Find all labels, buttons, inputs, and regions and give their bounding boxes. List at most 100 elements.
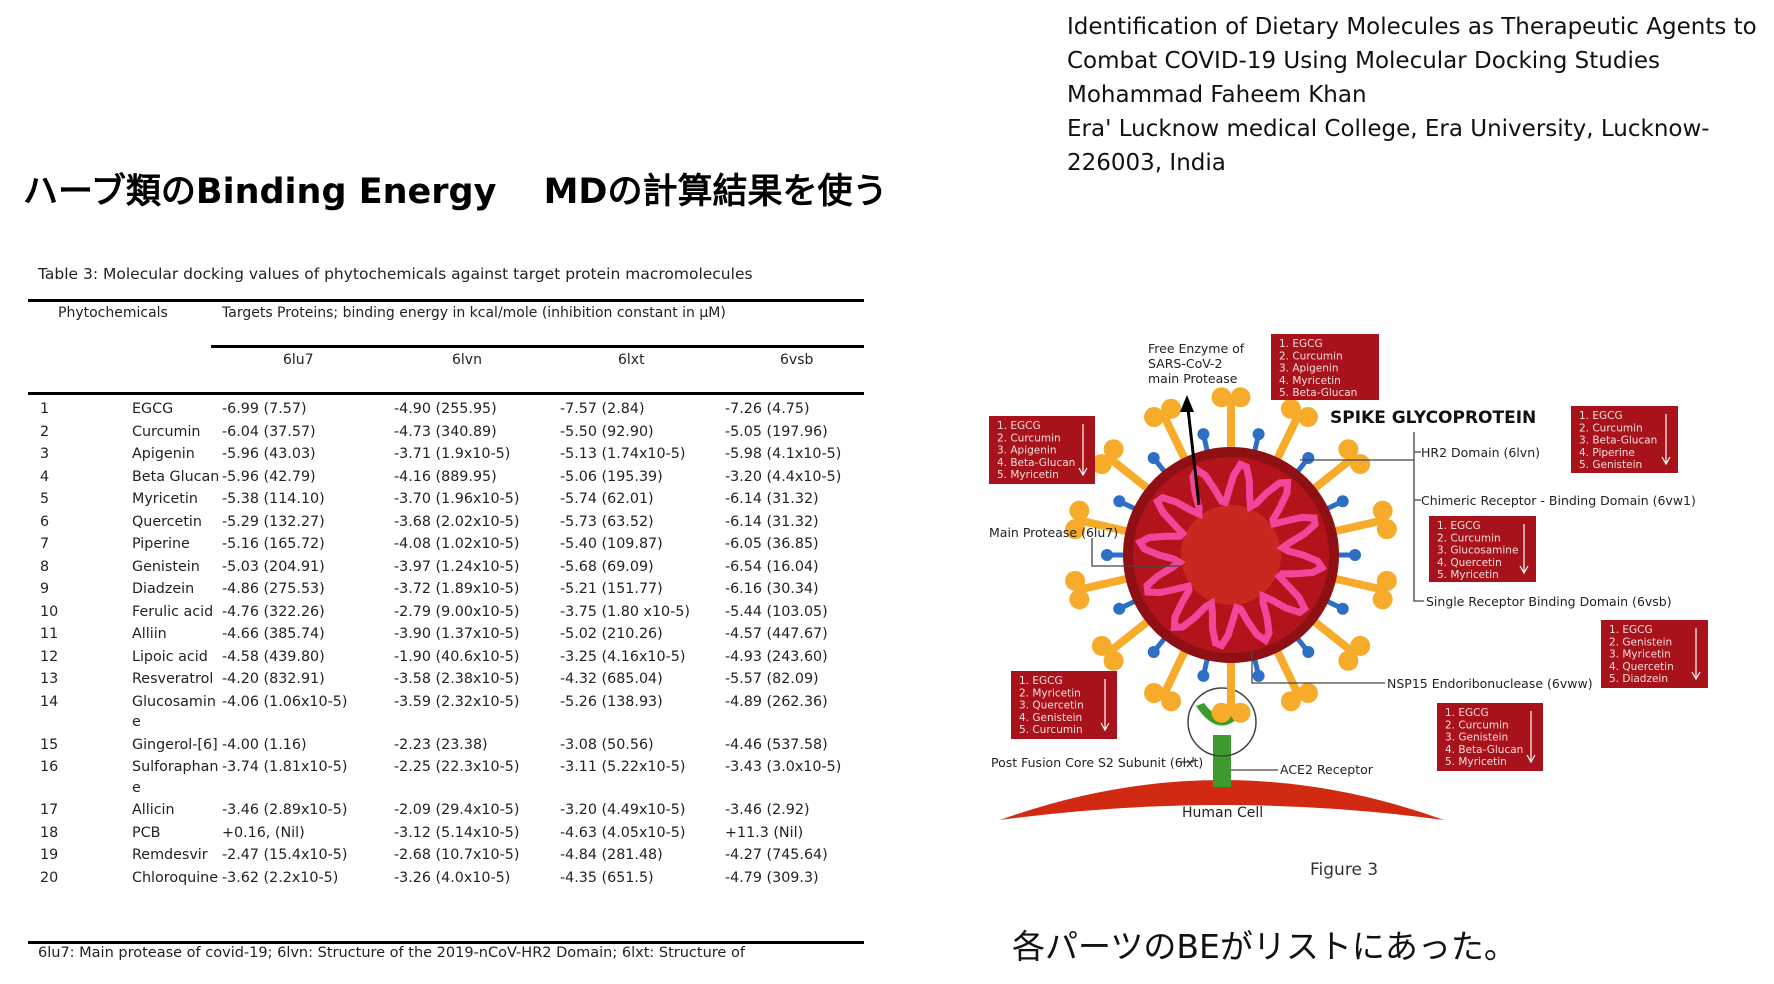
ranking-item: 4. Quercetin bbox=[1437, 557, 1502, 569]
value-6lvn: -3.71 (1.9x10-5) bbox=[394, 446, 511, 462]
label-ace2: ACE2 Receptor bbox=[1280, 762, 1374, 777]
spike-glycoprotein-title: SPIKE GLYCOPROTEIN bbox=[1330, 408, 1536, 428]
value-6lvn: -3.90 (1.37x10-5) bbox=[394, 626, 520, 642]
spike-protein-icon bbox=[1211, 387, 1265, 459]
value-6lu7: -5.96 (42.79) bbox=[222, 468, 316, 485]
value-6lvn: -4.16 (889.95) bbox=[394, 468, 497, 485]
value-6lxt: -5.40 (109.87) bbox=[560, 536, 663, 552]
phytochemical-name: Quercetin bbox=[132, 513, 202, 530]
value-6lu7: -4.00 (1.16) bbox=[222, 736, 307, 753]
value-6vsb: -7.26 (4.75) bbox=[725, 401, 810, 417]
ranking-item: 2. Curcumin bbox=[1445, 719, 1509, 731]
row-number: 5 bbox=[40, 491, 50, 507]
spike-protein-icon bbox=[1291, 613, 1371, 671]
phytochemical-name: Alliin bbox=[132, 626, 167, 642]
phytochemical-name: EGCG bbox=[132, 401, 174, 417]
ranking-item: 5. Myricetin bbox=[997, 469, 1059, 481]
column-header-6vsb: 6vsb bbox=[780, 352, 814, 368]
ranking-item: 5. Myricetin bbox=[1437, 569, 1499, 581]
column-header-6lu7: 6lu7 bbox=[283, 352, 314, 368]
header-bottom-rule bbox=[28, 392, 864, 395]
value-6lxt: -5.74 (62.01) bbox=[560, 491, 654, 507]
phytochemical-name: Gingerol-[6] bbox=[132, 736, 218, 753]
ranking-item: 3. Myricetin bbox=[1609, 649, 1671, 661]
value-6lxt: -5.50 (92.90) bbox=[560, 423, 654, 440]
ranking-item: 1. EGCG bbox=[1609, 624, 1653, 636]
reference-line: Identification of Dietary Molecules as T… bbox=[1067, 14, 1757, 40]
value-6lu7: -5.16 (165.72) bbox=[222, 536, 325, 552]
ranking-item: 4. Beta-Glucan bbox=[997, 457, 1075, 469]
slide-title: ハーブ類のBinding Energy MDの計算結果を使う bbox=[23, 172, 888, 212]
value-6lvn: -2.68 (10.7x10-5) bbox=[394, 847, 520, 863]
ranking-item: 4. Myricetin bbox=[1279, 375, 1341, 387]
value-6vsb: -4.79 (309.3) bbox=[725, 869, 819, 886]
human-cell bbox=[1000, 780, 1444, 820]
value-6lxt: -3.20 (4.49x10-5) bbox=[560, 802, 686, 818]
label-human-cell: Human Cell bbox=[1182, 805, 1263, 821]
ranking-item: 1. EGCG bbox=[1579, 410, 1623, 422]
value-6lvn: -3.12 (5.14x10-5) bbox=[394, 824, 520, 841]
ranking-item: 2. Curcumin bbox=[1579, 422, 1643, 434]
value-6lvn: -2.79 (9.00x10-5) bbox=[394, 603, 520, 620]
value-6lxt: -4.84 (281.48) bbox=[560, 847, 663, 863]
phytochemical-name: Ferulic acid bbox=[132, 603, 214, 620]
ranking-item: 3. Quercetin bbox=[1019, 700, 1084, 712]
ranking-item: 3. Apigenin bbox=[997, 445, 1056, 457]
value-6lu7: -4.20 (832.91) bbox=[222, 671, 325, 687]
value-6vsb: -5.44 (103.05) bbox=[725, 603, 828, 620]
phytochemical-name: Remdesvir bbox=[132, 847, 208, 863]
row-number: 18 bbox=[40, 824, 59, 841]
phytochemical-name: Apigenin bbox=[132, 446, 195, 462]
value-6lxt: -7.57 (2.84) bbox=[560, 401, 645, 417]
value-6lvn: -3.68 (2.02x10-5) bbox=[394, 513, 520, 530]
value-6lxt: -3.11 (5.22x10-5) bbox=[560, 759, 686, 775]
value-6lxt: -5.26 (138.93) bbox=[560, 693, 663, 710]
value-6lu7: -4.66 (385.74) bbox=[222, 626, 325, 642]
value-6vsb: -3.20 (4.4x10-5) bbox=[725, 468, 842, 485]
label-single-receptor: Single Receptor Binding Domain (6vsb) bbox=[1426, 594, 1672, 609]
phytochemical-name: Allicin bbox=[132, 802, 175, 818]
row-number: 15 bbox=[40, 736, 59, 753]
row-number: 17 bbox=[40, 802, 59, 818]
value-6vsb: -5.98 (4.1x10-5) bbox=[725, 446, 842, 462]
value-6vsb: -5.05 (197.96) bbox=[725, 423, 828, 440]
value-6vsb: -6.14 (31.32) bbox=[725, 491, 819, 507]
value-6lu7: -3.74 (1.81x10-5) bbox=[222, 759, 348, 775]
phytochemical-name: Lipoic acid bbox=[132, 648, 208, 665]
value-6lvn: -2.09 (29.4x10-5) bbox=[394, 802, 520, 818]
value-6vsb: -6.05 (36.85) bbox=[725, 536, 819, 552]
value-6lxt: -5.68 (69.09) bbox=[560, 558, 654, 575]
ranking-item: 3. Apigenin bbox=[1279, 363, 1338, 375]
value-6lxt: -3.75 (1.80 x10-5) bbox=[560, 603, 690, 620]
column-header-6lxt: 6lxt bbox=[618, 352, 645, 368]
reference-line: Era' Lucknow medical College, Era Univer… bbox=[1067, 116, 1710, 142]
row-number: 1 bbox=[40, 401, 50, 417]
value-6lxt: -5.13 (1.74x10-5) bbox=[560, 446, 686, 462]
value-6lvn: -3.97 (1.24x10-5) bbox=[394, 558, 520, 575]
phytochemical-name: Sulforaphane bbox=[132, 759, 219, 796]
ranking-item: 3. Glucosamine bbox=[1437, 545, 1518, 557]
column-header-6lvn: 6lvn bbox=[452, 352, 482, 368]
ranking-item: 2. Curcumin bbox=[1279, 350, 1343, 362]
row-number: 11 bbox=[40, 626, 59, 642]
value-6lvn: -2.23 (23.38) bbox=[394, 736, 488, 753]
figure-caption: Figure 3 bbox=[1310, 860, 1379, 880]
value-6lxt: -4.35 (651.5) bbox=[560, 869, 654, 886]
row-number: 12 bbox=[40, 648, 59, 665]
spike-protein-icon bbox=[1270, 398, 1318, 479]
